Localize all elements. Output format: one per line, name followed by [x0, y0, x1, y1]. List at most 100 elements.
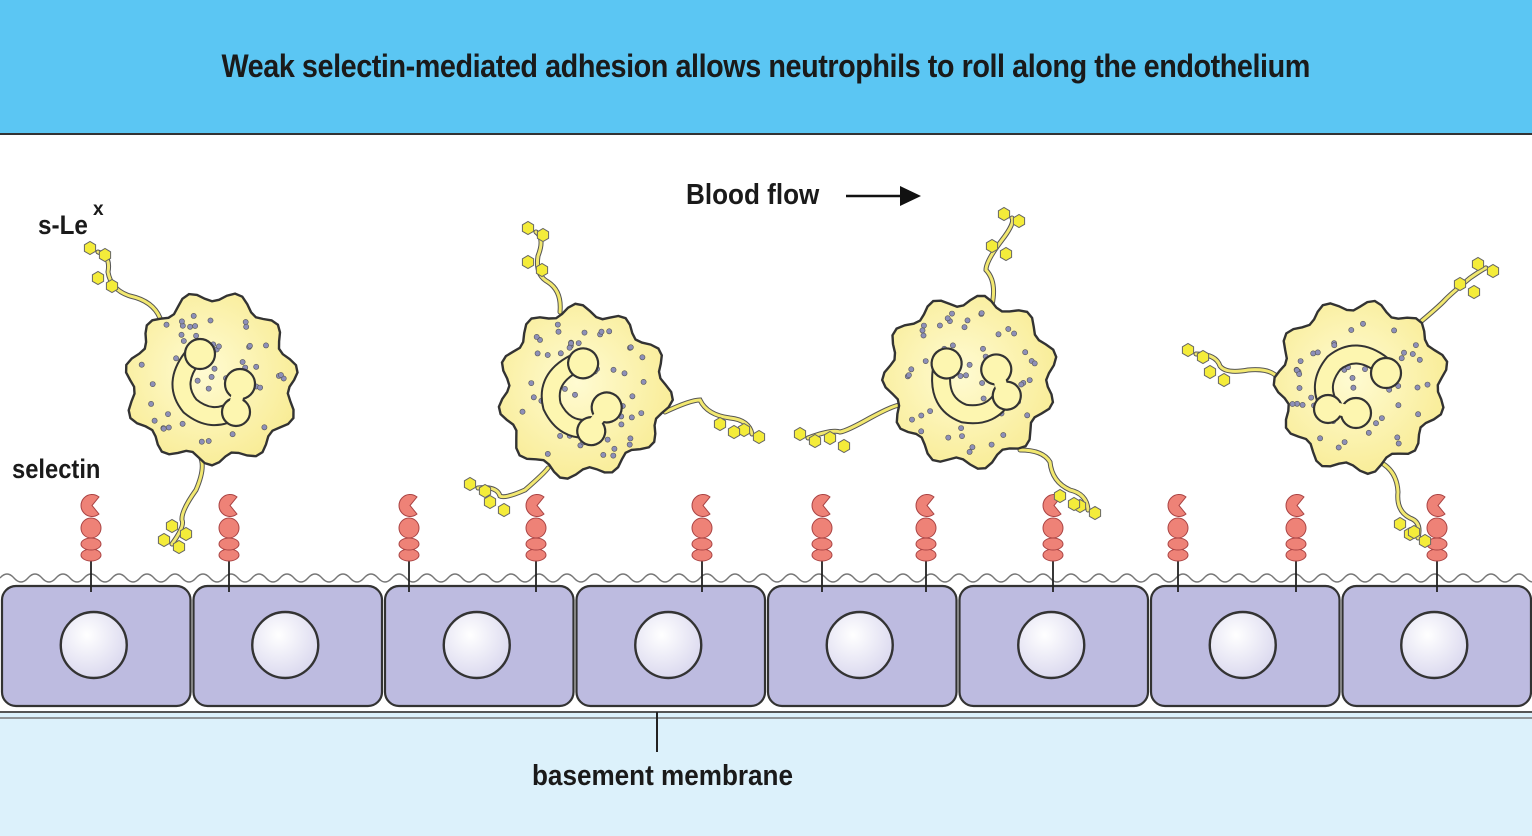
granule	[194, 377, 201, 384]
endothelial-cell	[575, 584, 767, 708]
nucleus-lobe	[542, 355, 599, 437]
granule	[148, 400, 154, 407]
granule	[1005, 326, 1012, 332]
selectin-egf-domain	[218, 517, 240, 539]
slex-sugar	[535, 262, 549, 278]
endothelial-cell	[766, 584, 958, 708]
granule	[1341, 439, 1348, 445]
slex-sugar	[105, 278, 119, 294]
endothelial-cell	[1149, 584, 1341, 708]
endothelial-nucleus	[251, 610, 320, 680]
granule	[621, 370, 628, 377]
granule	[1409, 351, 1416, 357]
nucleus-lobe	[1316, 346, 1390, 415]
slex-ligand-chain	[1416, 266, 1488, 326]
granule	[600, 451, 607, 458]
slex-sugar	[172, 539, 186, 555]
granule	[1018, 381, 1025, 388]
endothelial-nucleus	[634, 610, 703, 680]
slex-ligand-chain	[984, 216, 1014, 307]
granule	[1391, 327, 1397, 334]
nucleus-lobe-head	[1369, 356, 1403, 390]
slex-sugar	[808, 433, 822, 449]
granule	[1308, 394, 1315, 401]
granule	[1331, 342, 1338, 349]
granule	[1026, 377, 1033, 383]
granule	[207, 317, 214, 324]
granule	[211, 365, 218, 372]
granule	[557, 432, 563, 439]
slex-ligand-chain	[663, 398, 754, 436]
granule	[261, 424, 268, 431]
granule	[945, 434, 952, 441]
granule	[1415, 411, 1421, 418]
slex-sugar	[157, 532, 171, 548]
selectin-egf-domain	[1042, 517, 1064, 539]
blood-flow-arrow	[846, 186, 921, 206]
selectin-domain	[811, 537, 833, 551]
granule	[1022, 349, 1029, 356]
slex-sugar	[179, 526, 193, 542]
granule	[988, 441, 995, 448]
granule	[1296, 371, 1303, 377]
selectin	[1042, 494, 1064, 592]
selectin-lectin-head	[691, 494, 711, 517]
granule	[598, 328, 605, 335]
neutrophil-nucleus	[1312, 344, 1403, 430]
granule	[980, 395, 987, 402]
nucleus-bridge	[585, 403, 612, 433]
selectin-egf-domain	[525, 517, 547, 539]
slex-ligand-chain	[806, 403, 902, 440]
selectin-lectin-head	[525, 494, 545, 517]
granule	[205, 438, 212, 444]
selectin-lectin-head	[811, 494, 831, 517]
granule	[918, 428, 925, 435]
endothelial-cell	[958, 584, 1150, 708]
granule	[966, 448, 973, 455]
granule	[611, 445, 618, 452]
endothelial-cell	[383, 584, 575, 708]
granule	[920, 332, 927, 339]
endothelial-nucleus	[1400, 610, 1469, 680]
granule	[969, 444, 976, 451]
granule	[528, 380, 535, 386]
selectin-lectin-head	[1426, 494, 1446, 517]
granule	[604, 436, 611, 443]
selectin-domain	[398, 537, 420, 551]
granule	[979, 380, 985, 386]
granule	[534, 350, 541, 357]
granule	[1335, 444, 1342, 451]
granule	[921, 322, 927, 329]
slex-sugar	[1471, 256, 1485, 272]
selectin	[1167, 494, 1189, 592]
granule	[959, 433, 965, 439]
granule	[961, 324, 968, 331]
granule	[193, 332, 199, 339]
slex-sugar	[83, 240, 97, 256]
selectin-domain	[1285, 537, 1307, 551]
granule	[1299, 401, 1306, 408]
slex-sugar	[793, 426, 807, 442]
granule	[544, 352, 551, 358]
slex-sugar	[1053, 488, 1067, 504]
slex-sugar	[1067, 496, 1081, 512]
granule	[533, 333, 540, 340]
selectin-domain	[1167, 548, 1189, 562]
granule	[1362, 366, 1368, 372]
granule	[1031, 360, 1038, 367]
nucleus-lobe	[933, 362, 1013, 423]
granule	[908, 366, 915, 373]
granule	[610, 366, 617, 373]
granule	[205, 385, 212, 392]
neutrophil	[463, 220, 766, 518]
neutrophil-group	[83, 206, 1500, 555]
selectin-domain	[80, 537, 102, 551]
granule	[1024, 412, 1031, 419]
selectin	[398, 494, 420, 592]
granule	[618, 421, 625, 428]
selectin-domain	[691, 537, 713, 551]
slex-sugar	[1217, 372, 1231, 388]
slex-sugar	[497, 502, 511, 518]
granule	[1297, 358, 1304, 364]
endothelial-cell	[192, 584, 384, 708]
